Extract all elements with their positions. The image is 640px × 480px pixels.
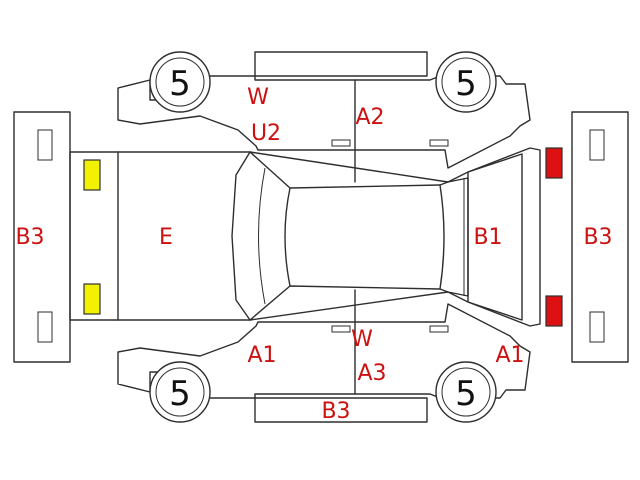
- front-lamp-upper: [83, 159, 101, 191]
- car-body: [69, 147, 541, 327]
- code-upper-left-u2: U2: [251, 121, 281, 146]
- code-rear-bumper: B3: [583, 225, 612, 250]
- code-hood: E: [159, 225, 173, 250]
- tire-number: 5: [455, 64, 477, 104]
- tire-rear-left: 5: [435, 51, 497, 113]
- tire-rear-right: 5: [435, 361, 497, 423]
- code-upper-left-w: W: [247, 85, 269, 110]
- code-upper-right-door: A2: [355, 105, 384, 130]
- code-trunk: B1: [473, 225, 502, 250]
- rear-lamp-upper: [545, 147, 563, 179]
- front-lamp-lower: [83, 283, 101, 315]
- code-lower-right-w: W: [351, 327, 373, 352]
- code-front-bumper: B3: [15, 225, 44, 250]
- rear-lamp-lower: [545, 295, 563, 327]
- tire-number: 5: [169, 374, 191, 414]
- code-lower-right-a3: A3: [357, 361, 386, 386]
- tire-front-left: 5: [149, 51, 211, 113]
- tire-front-right: 5: [149, 361, 211, 423]
- rear-bumper: [571, 111, 629, 363]
- code-lower-rear-a1: A1: [495, 343, 524, 368]
- tire-number: 5: [455, 374, 477, 414]
- tire-number: 5: [169, 64, 191, 104]
- code-lower-left-a1: A1: [247, 343, 276, 368]
- code-side-sill: B3: [321, 399, 350, 424]
